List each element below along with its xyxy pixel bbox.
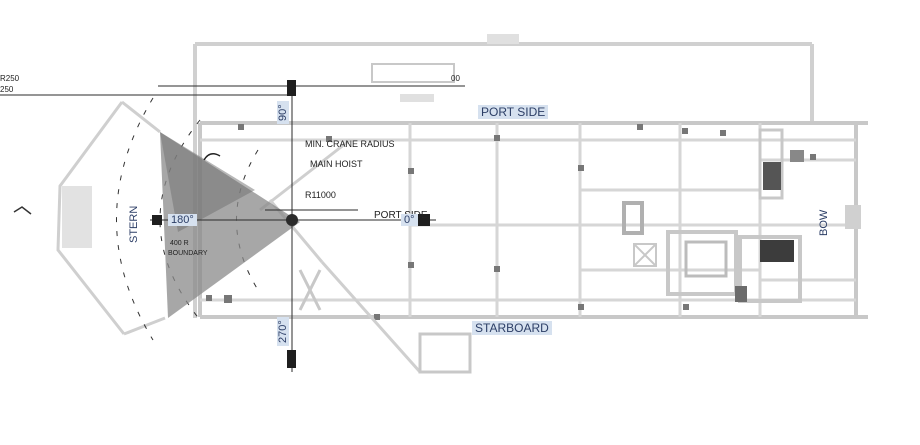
stern-hull-block bbox=[62, 186, 92, 248]
top-callout-value: 00 bbox=[451, 74, 460, 83]
left-radius-label: R250 bbox=[0, 74, 20, 83]
sector-shade bbox=[160, 132, 255, 232]
port-side-mid-label: PORT SIDE bbox=[374, 210, 428, 221]
axis-left-marker bbox=[152, 215, 162, 225]
min-crane-radius-label: MIN. CRANE RADIUS bbox=[305, 139, 395, 149]
starboard-crane-bracket bbox=[298, 269, 472, 374]
boundary-label: BOUNDARY bbox=[168, 250, 208, 257]
stern-label: STERN bbox=[128, 205, 140, 243]
degree-180-label: 180° bbox=[168, 214, 197, 226]
radius-value-label: R11000 bbox=[305, 190, 336, 200]
left-radius-label-2: 250 bbox=[0, 85, 14, 94]
degree-0-label: 0° bbox=[401, 214, 418, 226]
port-side-top-label: PORT SIDE bbox=[478, 105, 549, 119]
main-hoist-label: MAIN HOIST bbox=[310, 159, 363, 169]
bow-fitting bbox=[845, 205, 861, 229]
bow-label: BOW bbox=[818, 209, 830, 236]
axis-top-marker bbox=[287, 80, 296, 96]
crane-pivot bbox=[286, 214, 298, 226]
deck-outline bbox=[198, 121, 868, 319]
degree-90-label: 90° bbox=[277, 101, 289, 124]
boundary-number-label: 400 R bbox=[170, 240, 189, 247]
top-callout-box bbox=[371, 63, 455, 102]
axis-bottom-marker bbox=[287, 350, 296, 368]
stern-swing-outline bbox=[56, 100, 422, 373]
deck-fixtures bbox=[206, 124, 816, 320]
top-dimension-label-box bbox=[487, 34, 519, 44]
hook-icon bbox=[203, 153, 221, 161]
far-left-marker bbox=[13, 206, 32, 215]
starboard-label: STARBOARD bbox=[472, 321, 552, 335]
bow-equipment bbox=[622, 128, 804, 303]
axis-right-marker bbox=[418, 214, 430, 226]
degree-270-label: 270° bbox=[277, 317, 289, 346]
